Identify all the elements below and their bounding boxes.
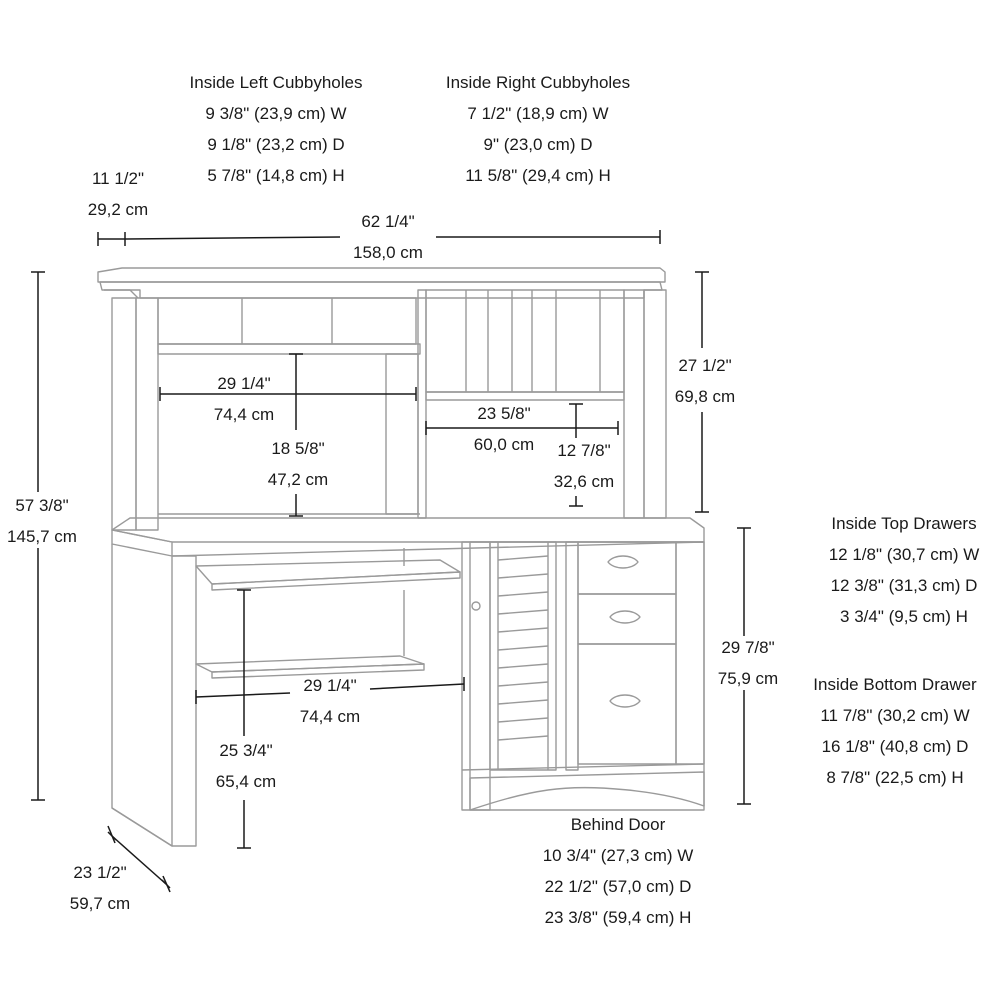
hutch-opening-width-cm: 74,4 cm (213, 405, 275, 424)
desk-height-in: 29 7/8" (721, 638, 775, 657)
top-drawers-spec: Inside Top Drawers 12 1/8" (30,7 cm) W 1… (812, 508, 996, 632)
keyboard-tray (195, 548, 461, 591)
left-cubbyholes-depth: 9 1/8" (23,2 cm) D (207, 135, 345, 154)
bottom-drawer-width: 11 7/8" (30,2 cm) W (820, 706, 970, 725)
overall-height-dim: 57 3/8" 145,7 cm (0, 490, 84, 552)
hutch-opening-height-cm: 47,2 cm (267, 470, 329, 489)
depth-in: 23 1/2" (73, 863, 127, 882)
right-cubbyholes-width: 7 1/2" (18,9 cm) W (467, 104, 609, 123)
knee-height-dim: 25 3/4" 65,4 cm (200, 735, 292, 797)
knee-height-in: 25 3/4" (219, 741, 273, 760)
hutch-body (111, 289, 667, 531)
overall-width-in: 62 1/4" (361, 212, 415, 231)
top-drawers-depth: 12 3/8" (31,3 cm) D (830, 576, 978, 595)
shelf-height-dim: 12 7/8" 32,6 cm (538, 435, 630, 497)
hutch-height-dim: 27 1/2" 69,8 cm (662, 350, 748, 412)
overall-height-in: 57 3/8" (15, 496, 69, 515)
behind-door-width: 10 3/4" (27,3 cm) W (542, 846, 694, 865)
knee-width-in: 29 1/4" (303, 676, 357, 695)
behind-door-height: 23 3/8" (59,4 cm) H (544, 908, 692, 927)
bottom-drawer-height: 8 7/8" (22,5 cm) H (826, 768, 964, 787)
knee-height-cm: 65,4 cm (215, 772, 277, 791)
hutch-crown (97, 267, 666, 299)
hutch-opening-width-in: 29 1/4" (217, 374, 271, 393)
top-offset-cm: 29,2 cm (87, 200, 149, 219)
depth-dim: 23 1/2" 59,7 cm (54, 857, 146, 919)
right-cubbyholes-spec: Inside Right Cubbyholes 7 1/2" (18,9 cm)… (418, 67, 658, 191)
left-cubbyholes-title: Inside Left Cubbyholes (189, 73, 363, 92)
hutch-opening-height-in: 18 5/8" (271, 439, 325, 458)
dimension-lines (31, 230, 751, 893)
top-drawers-title: Inside Top Drawers (831, 514, 977, 533)
left-cubbyholes-width: 9 3/8" (23,9 cm) W (205, 104, 347, 123)
left-cubbyholes-spec: Inside Left Cubbyholes 9 3/8" (23,9 cm) … (160, 67, 392, 191)
right-cubbyholes-title: Inside Right Cubbyholes (445, 73, 631, 92)
depth-cm: 59,7 cm (69, 894, 131, 913)
bottom-drawer-title: Inside Bottom Drawer (813, 675, 977, 694)
right-cubbyholes-height: 11 5/8" (29,4 cm) H (465, 166, 611, 185)
top-drawers-width: 12 1/8" (30,7 cm) W (828, 545, 980, 564)
hutch-opening-height-dim: 18 5/8" 47,2 cm (250, 433, 346, 495)
hutch-opening-width-dim: 29 1/4" 74,4 cm (198, 368, 290, 430)
desk-height-dim: 29 7/8" 75,9 cm (702, 632, 794, 694)
shelf-height-cm: 32,6 cm (553, 472, 615, 491)
left-pedestal (111, 544, 197, 847)
bottom-drawer-spec: Inside Bottom Drawer 11 7/8" (30,2 cm) W… (790, 669, 1000, 793)
hutch-height-in: 27 1/2" (678, 356, 732, 375)
shelf-width-in: 23 5/8" (477, 404, 531, 423)
overall-width-cm: 158,0 cm (353, 243, 423, 262)
knee-width-cm: 74,4 cm (299, 707, 361, 726)
desk-height-cm: 75,9 cm (717, 669, 779, 688)
knee-width-dim: 29 1/4" 74,4 cm (284, 670, 376, 732)
shelf-height-in: 12 7/8" (557, 441, 611, 460)
right-pedestal (461, 541, 705, 811)
overall-height-cm: 145,7 cm (7, 527, 77, 546)
shelf-width-dim: 23 5/8" 60,0 cm (456, 398, 552, 460)
drawer-pull-icon (607, 555, 641, 708)
behind-door-depth: 22 1/2" (57,0 cm) D (544, 877, 692, 896)
lower-shelf (195, 590, 425, 679)
top-drawers-height: 3 3/4" (9,5 cm) H (840, 607, 968, 626)
left-cubbyholes-height: 5 7/8" (14,8 cm) H (207, 166, 345, 185)
right-cubbyholes-depth: 9" (23,0 cm) D (483, 135, 593, 154)
desk-top (111, 517, 705, 557)
top-offset-dim: 11 1/2" 29,2 cm (72, 163, 164, 225)
shelf-width-cm: 60,0 cm (473, 435, 535, 454)
behind-door-spec: Behind Door 10 3/4" (27,3 cm) W 22 1/2" … (512, 809, 724, 933)
top-offset-in: 11 1/2" (91, 169, 145, 188)
overall-width-dim: 62 1/4" 158,0 cm (340, 206, 436, 268)
bottom-drawer-depth: 16 1/8" (40,8 cm) D (821, 737, 969, 756)
hutch-height-cm: 69,8 cm (674, 387, 736, 406)
behind-door-title: Behind Door (570, 815, 666, 834)
